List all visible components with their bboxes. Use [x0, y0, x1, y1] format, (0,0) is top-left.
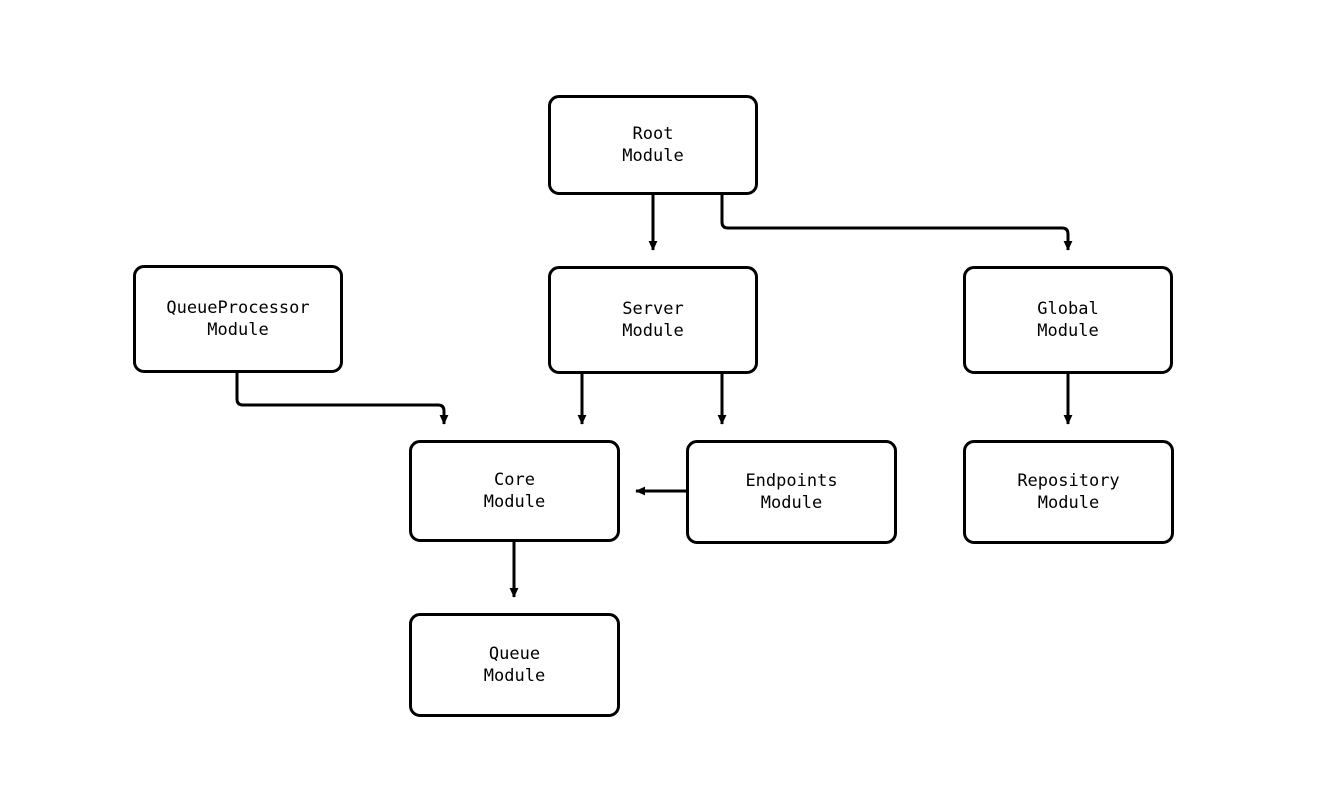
node-root-module-line1: Root: [632, 124, 674, 144]
node-endpoints-module-line1: Endpoints: [745, 471, 838, 491]
node-server-module[interactable]: Server Module: [548, 266, 758, 374]
edge-queueprocessor-to-core: [235, 373, 449, 425]
node-root-module-line2: Module: [622, 146, 684, 166]
node-queue-module-line2: Module: [483, 666, 546, 686]
node-global-module-line1: Global: [1037, 299, 1099, 319]
node-queueprocessor-module-line2: Module: [207, 320, 269, 340]
node-queue-module[interactable]: Queue Module: [409, 613, 620, 717]
node-server-module-line1: Server: [622, 299, 684, 319]
node-queueprocessor-module-line1: QueueProcessor: [166, 298, 310, 318]
node-global-module[interactable]: Global Module: [963, 266, 1173, 374]
node-endpoints-module[interactable]: Endpoints Module: [686, 440, 897, 544]
node-server-module-line2: Module: [622, 321, 684, 341]
node-repository-module[interactable]: Repository Module: [963, 440, 1174, 544]
node-root-module[interactable]: Root Module: [548, 95, 758, 195]
node-core-module-line1: Core: [494, 470, 535, 490]
node-queueprocessor-module[interactable]: QueueProcessor Module: [133, 265, 343, 373]
node-global-module-line2: Module: [1037, 321, 1099, 341]
node-queue-module-line1: Queue: [488, 644, 541, 664]
edge-root-to-global: [720, 195, 1073, 251]
node-repository-module-line1: Repository: [1017, 471, 1120, 491]
node-repository-module-line2: Module: [1037, 493, 1100, 513]
node-core-module[interactable]: Core Module: [409, 440, 620, 542]
node-core-module-line2: Module: [483, 492, 546, 512]
node-endpoints-module-line2: Module: [760, 493, 823, 513]
